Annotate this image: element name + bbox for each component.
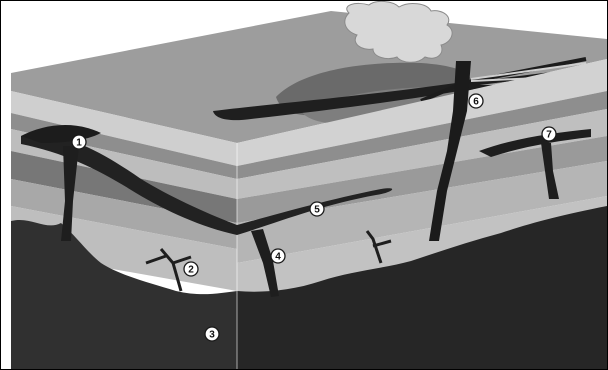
label-badge-7: 7 <box>542 127 556 141</box>
svg-text:5: 5 <box>314 205 320 216</box>
label-badge-4: 4 <box>271 249 285 263</box>
label-badge-1: 1 <box>72 135 86 149</box>
svg-text:4: 4 <box>275 252 281 263</box>
label-badge-6: 6 <box>469 94 483 108</box>
svg-text:7: 7 <box>546 130 552 141</box>
svg-text:1: 1 <box>76 138 82 149</box>
label-badge-2: 2 <box>184 262 198 276</box>
label-badge-5: 5 <box>310 202 324 216</box>
svg-text:6: 6 <box>473 97 479 108</box>
label-badge-3: 3 <box>205 327 219 341</box>
svg-text:3: 3 <box>209 330 215 341</box>
svg-text:2: 2 <box>188 265 194 276</box>
